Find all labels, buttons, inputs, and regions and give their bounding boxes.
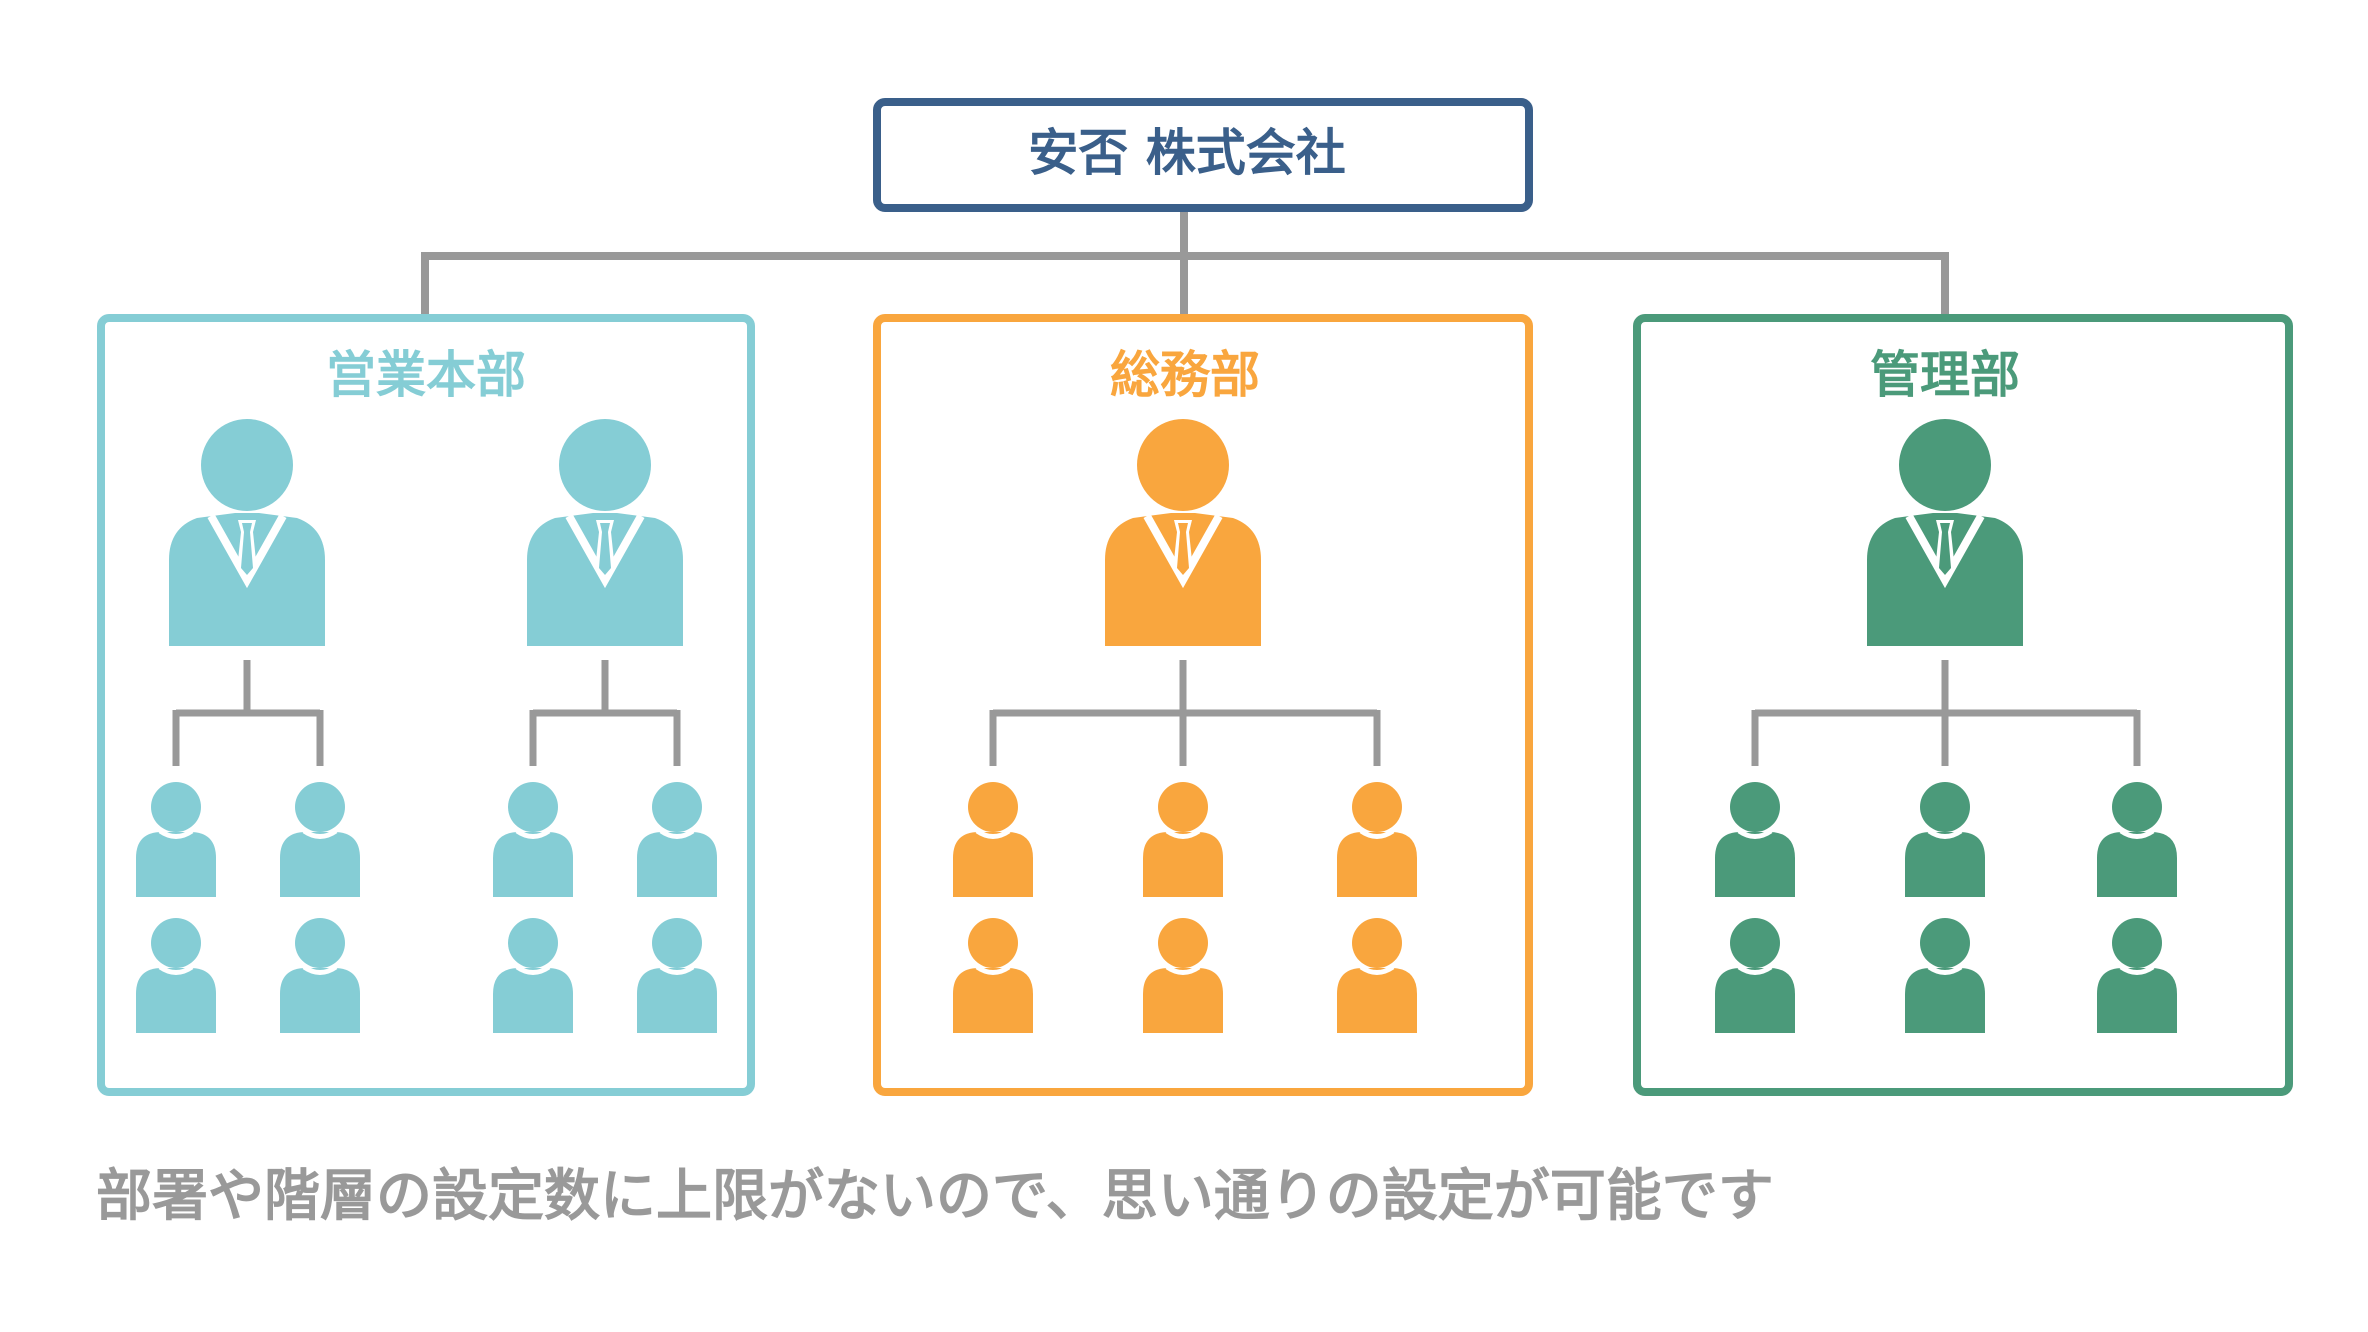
staff-icon xyxy=(1143,782,1223,897)
team-connector xyxy=(1751,660,2141,766)
staff-icon xyxy=(136,918,216,1033)
team-connector xyxy=(172,660,324,766)
staff-icon xyxy=(280,782,360,897)
department-people xyxy=(136,419,717,1033)
company-node: 安否 株式会社 xyxy=(873,98,1533,212)
staff-icon xyxy=(493,918,573,1033)
staff-icon xyxy=(953,782,1033,897)
staff-icon xyxy=(493,782,573,897)
staff-icon xyxy=(953,918,1033,1033)
department-people xyxy=(1715,419,2177,1033)
department-title: 管理部 xyxy=(1870,346,2020,404)
staff-icon xyxy=(1715,918,1795,1033)
department-sales: 営業本部 xyxy=(97,314,755,1096)
staff-icon xyxy=(637,782,717,897)
staff-icon xyxy=(1905,918,1985,1033)
department-people xyxy=(953,419,1417,1033)
manager-icon xyxy=(527,419,683,646)
staff-icon xyxy=(136,782,216,897)
team-connector xyxy=(989,660,1381,766)
staff-icon xyxy=(1905,782,1985,897)
staff-icon xyxy=(1715,782,1795,897)
department-general-affairs: 総務部 xyxy=(873,314,1533,1096)
manager-icon xyxy=(169,419,325,646)
staff-icon xyxy=(1337,918,1417,1033)
team-connector xyxy=(529,660,681,766)
staff-icon xyxy=(280,918,360,1033)
department-title: 総務部 xyxy=(1110,346,1260,404)
company-name: 安否 株式会社 xyxy=(1028,124,1345,182)
company-connectors xyxy=(421,212,1949,318)
staff-icon xyxy=(2097,918,2177,1033)
manager-icon xyxy=(1105,419,1261,646)
staff-icon xyxy=(2097,782,2177,897)
department-management: 管理部 xyxy=(1633,314,2293,1096)
staff-icon xyxy=(637,918,717,1033)
caption-text: 部署や階層の設定数に上限がないので、思い通りの設定が可能です xyxy=(96,1164,1774,1229)
staff-icon xyxy=(1143,918,1223,1033)
staff-icon xyxy=(1337,782,1417,897)
department-title: 営業本部 xyxy=(326,346,526,404)
manager-icon xyxy=(1867,419,2023,646)
